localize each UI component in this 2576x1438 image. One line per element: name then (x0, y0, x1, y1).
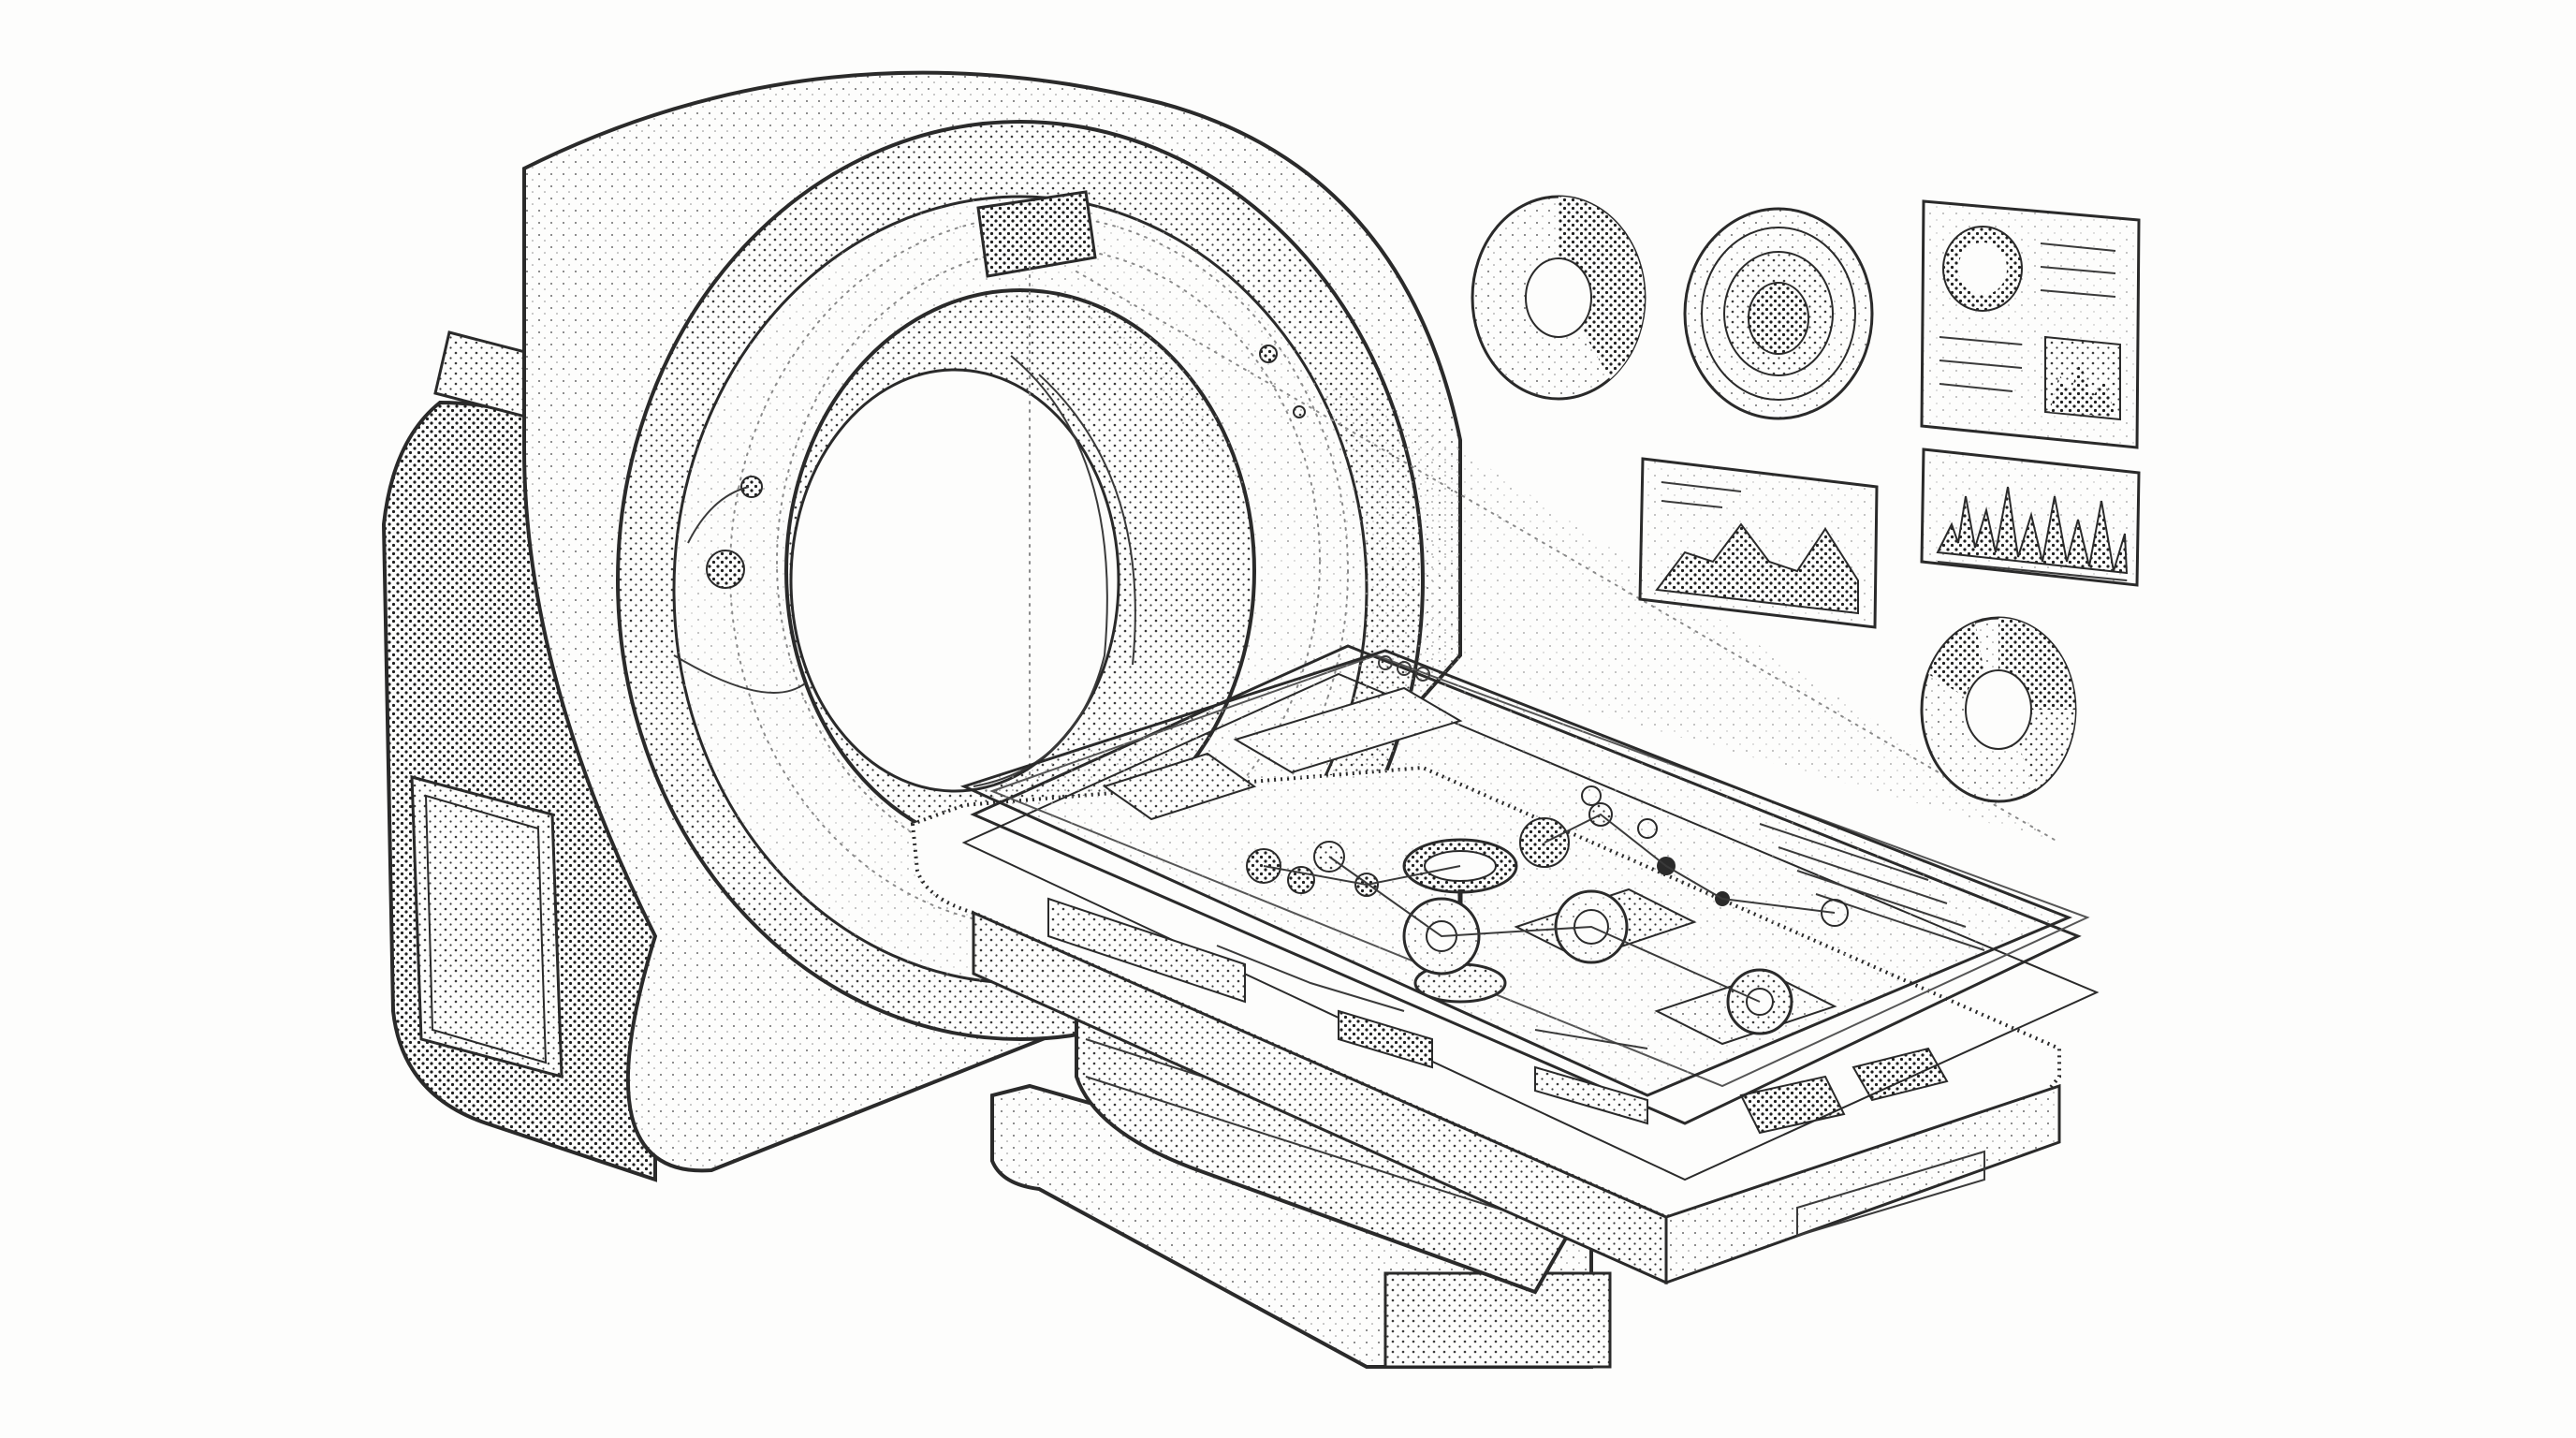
projection-beam (1029, 266, 2060, 844)
bar-spike-chart-icon (1920, 448, 2141, 587)
floating-data-panels (1471, 195, 2141, 803)
central-process-cluster (1216, 785, 1849, 1049)
area-chart-icon (1638, 457, 1879, 629)
ring-gauge-icon (1683, 207, 1874, 420)
donut-chart-icon (1920, 616, 2077, 803)
holographic-dashboard-icon (959, 644, 2100, 1181)
profile-card-icon (1920, 199, 2141, 449)
donut-chart-icon (1471, 195, 1647, 401)
